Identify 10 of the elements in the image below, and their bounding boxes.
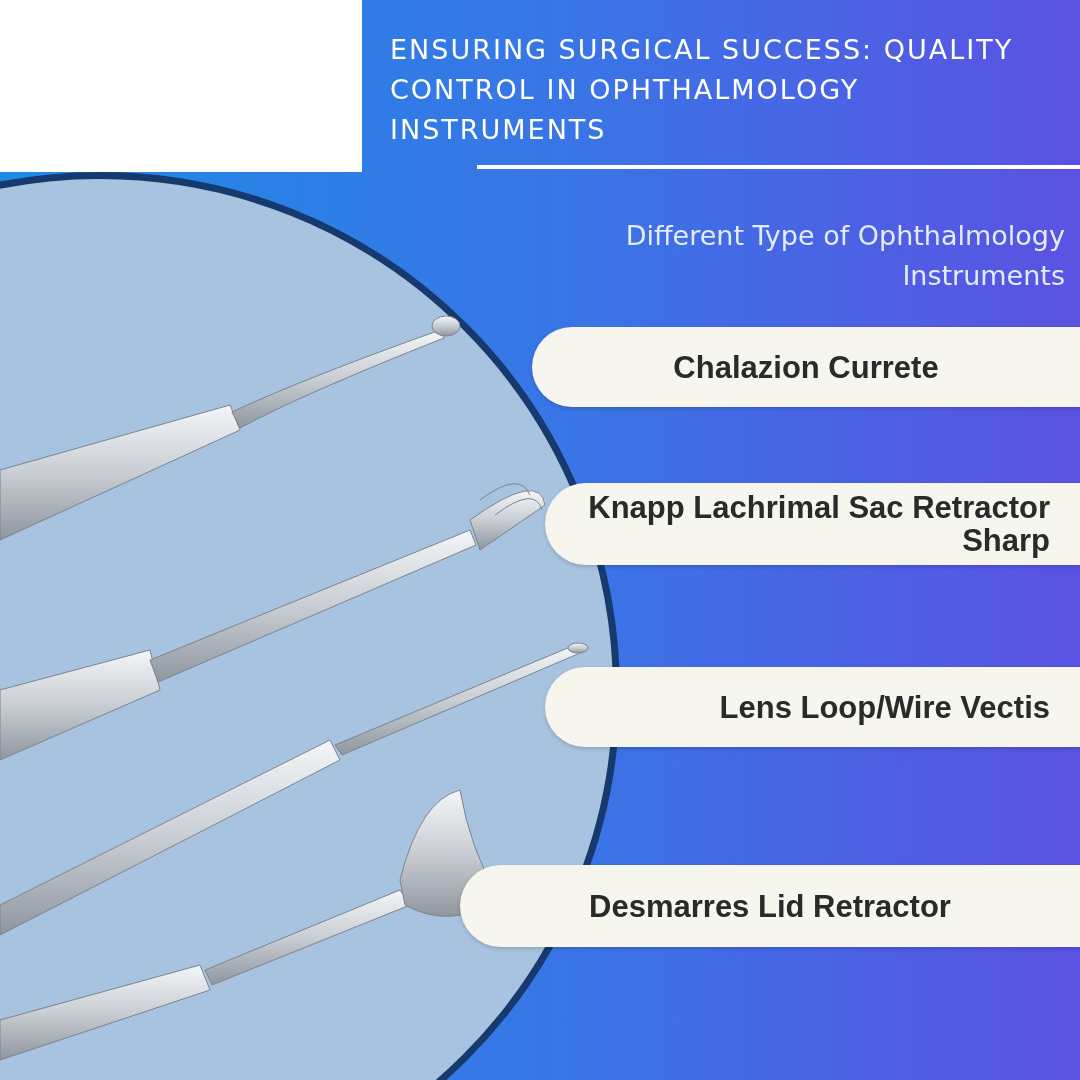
instrument-label-pill [545,483,1080,565]
title: ENSURING SURGICAL SUCCESS: QUALITY CONTROL IN OPHTHALMOLOGY INSTRUMENTS [390,33,1015,147]
instrument-label-pill [532,327,1080,407]
subtitle: Different Type of Ophthalmology Instruments [624,219,1065,293]
instrument-label-pill [545,667,1080,747]
instrument-name: Desmarres Lid Retractor [589,889,951,923]
instrument-name: Knapp Lachrimal Sac Retractor Sharp [587,491,1050,557]
instrument-name: Lens Loop/Wire Vectis [719,690,1050,724]
instrument-name: Chalazion Currete [673,350,939,384]
instrument-label-pill [460,865,1080,947]
